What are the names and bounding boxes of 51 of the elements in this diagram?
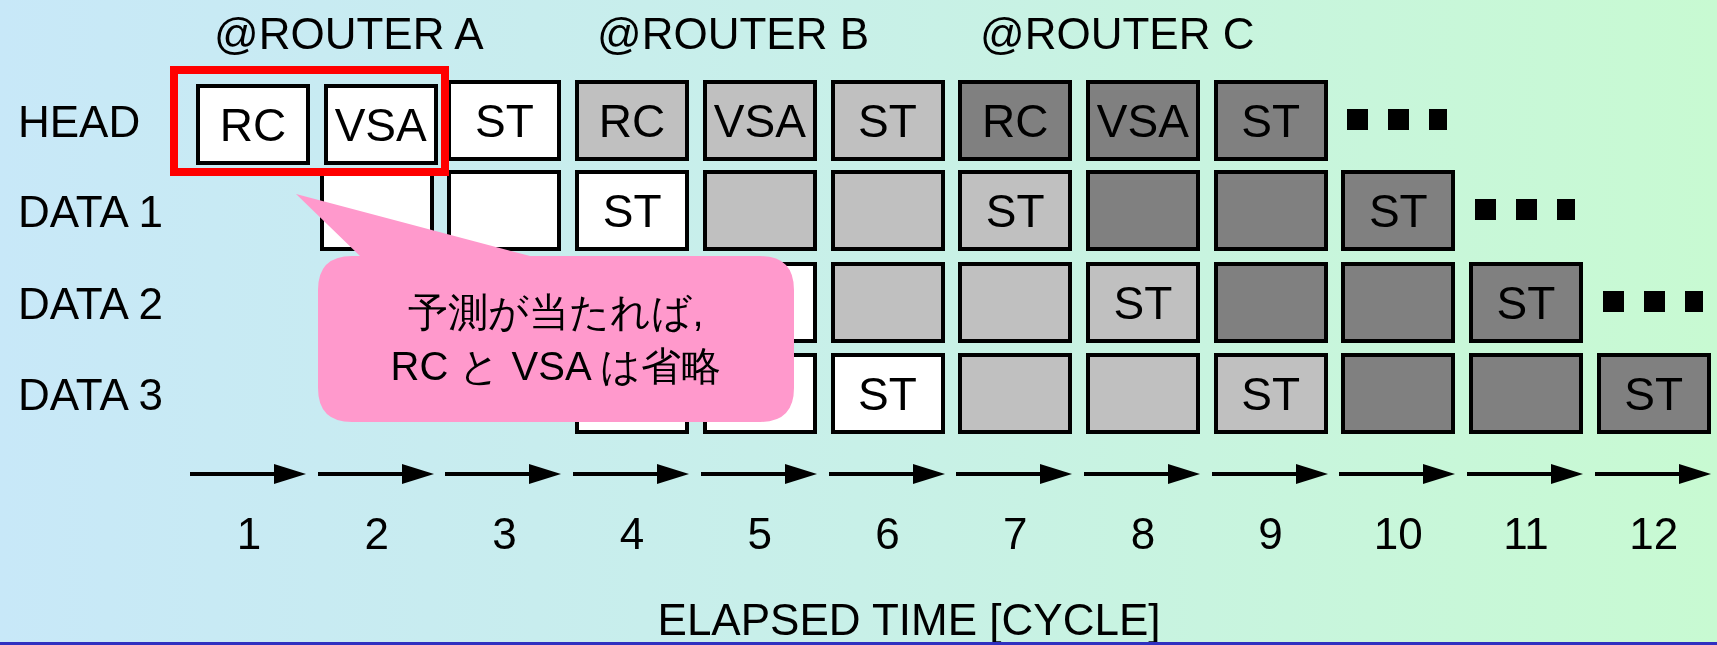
empty-stage-box <box>958 262 1073 343</box>
row-label: DATA 3 <box>18 373 164 417</box>
stage-box: RC <box>575 80 690 161</box>
empty-stage-box <box>830 170 945 251</box>
stage-box: ST <box>830 353 945 434</box>
cycle-number: 6 <box>875 512 900 556</box>
empty-stage-box <box>702 170 817 251</box>
stage-box: ST <box>1085 262 1200 343</box>
row-label: HEAD <box>18 100 141 144</box>
cycle-number: 2 <box>364 512 389 556</box>
stage-box: ST <box>830 80 945 161</box>
stage-box: ST <box>1596 353 1711 434</box>
row-label: DATA 2 <box>18 282 164 326</box>
cycle-number: 7 <box>1002 512 1028 556</box>
stage-box: VSA <box>702 80 817 161</box>
stage-box: VSA <box>1085 80 1200 161</box>
cycle-number: 1 <box>236 512 262 556</box>
router-label: @ROUTER B <box>597 12 869 56</box>
cycle-number: 9 <box>1258 512 1283 556</box>
axis-title: ELAPSED TIME [CYCLE] <box>657 598 1161 642</box>
empty-stage-box <box>1213 262 1328 343</box>
cycle-number: 12 <box>1629 512 1679 556</box>
empty-stage-box <box>1469 353 1583 434</box>
empty-stage-box <box>447 170 562 251</box>
stage-box: RC <box>958 80 1073 161</box>
stage-box: VSA <box>323 84 438 165</box>
empty-stage-box <box>1341 353 1456 434</box>
empty-stage-box <box>1085 353 1200 434</box>
row-label: DATA 1 <box>18 190 164 234</box>
empty-stage-box <box>1341 262 1456 343</box>
stage-box: ST <box>575 170 690 251</box>
cycle-number: 8 <box>1130 512 1156 556</box>
stage-box: ST <box>1213 353 1328 434</box>
stage-box: ST <box>1469 262 1583 343</box>
stage-box: RC <box>196 84 310 165</box>
highlight-frame <box>170 66 449 176</box>
cycle-number: 5 <box>747 512 773 556</box>
router-label: @ROUTER A <box>214 12 484 56</box>
router-label: @ROUTER C <box>980 12 1255 56</box>
cycle-number: 3 <box>492 512 517 556</box>
empty-stage-box <box>958 353 1073 434</box>
cycle-number: 11 <box>1503 512 1549 556</box>
empty-stage-box <box>1213 170 1328 251</box>
empty-stage-box <box>1085 170 1200 251</box>
stage-box: ST <box>1341 170 1456 251</box>
stage-box: ST <box>1213 80 1328 161</box>
stage-box: ST <box>958 170 1073 251</box>
cycle-number: 4 <box>619 512 645 556</box>
stage-box: ST <box>447 80 562 161</box>
empty-stage-box <box>830 262 945 343</box>
cycle-number: 10 <box>1373 512 1423 556</box>
